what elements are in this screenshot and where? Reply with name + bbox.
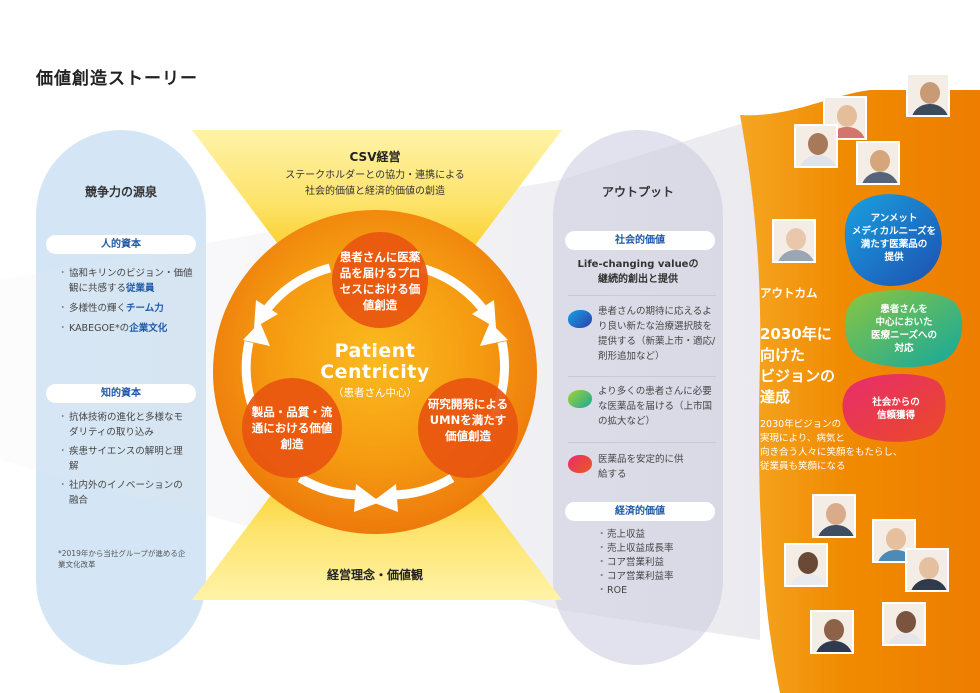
intellectual-capital-list: 抗体技術の進化と多様なモダリティの取り込み 疾患サイエンスの解明と理解 社内外の… (58, 410, 185, 508)
output-title: アウトプット (601, 185, 674, 199)
social-value-subtitle: Life-changing valueの 継続的創出と提供 (553, 257, 723, 287)
page-title: 価値創造ストーリー (36, 69, 198, 89)
intellectual-item: 疾患サイエンスの解明と理解 (58, 444, 185, 474)
intellectual-capital-header: 知的資本 (46, 384, 196, 403)
center-subtitle: （患者さん中心） (333, 387, 417, 399)
bubble-text: 患者さんを (880, 304, 928, 315)
human-capital-list: 協和キリンのビジョン・価値観に共感する従業員 多様性の輝くチーム力 KABEGO… (58, 266, 195, 336)
economic-item: コア営業利益 (597, 556, 710, 570)
person-photo (882, 602, 926, 646)
bubble-text: 対応 (894, 343, 914, 354)
person-photo (906, 73, 950, 117)
social-subtitle-line2: 継続的創出と提供 (598, 274, 678, 285)
human-item-highlight: チーム力 (126, 303, 164, 314)
cycle-right-label: 研究開発によるUMNを満たす価値創造 (427, 397, 509, 443)
csv-body-line1: ステークホルダーとの協力・連携による (285, 170, 465, 181)
bubble-patient-centered: 患者さんを 中心においた 医療ニーズへの 対応 (850, 303, 958, 363)
bubble-text: 提供 (884, 252, 904, 263)
person-photo (856, 141, 900, 185)
person-photo (905, 548, 949, 592)
vision-line2: 向けた (760, 346, 806, 364)
person-photo (872, 519, 916, 563)
person-photo (794, 124, 838, 168)
human-item-highlight: 従業員 (126, 283, 155, 294)
csv-body-line2: 社会的価値と経済的価値の創造 (305, 186, 445, 197)
bubble-text: 信頼獲得 (876, 410, 915, 421)
vision-line4: 達成 (760, 388, 791, 406)
bubble-unmet-needs: アンメット メディカルニーズを 満たす医薬品の 提供 (846, 212, 942, 272)
intellectual-item: 抗体技術の進化と多様なモダリティの取り込み (58, 410, 185, 440)
social-divider (568, 376, 716, 377)
human-capital-item: 協和キリンのビジョン・価値観に共感する従業員 (58, 266, 195, 296)
social-subtitle-line1: Life-changing valueの (577, 259, 699, 270)
human-capital-item: 多様性の輝くチーム力 (58, 301, 195, 316)
bubble-social-trust: 社会からの 信頼獲得 (846, 396, 946, 426)
vision-body: 2030年ビジョンの 実現により、病気と 向き合う人々に笑顔をもたらし、 従業員… (760, 418, 920, 474)
economic-item: 売上収益 (597, 528, 710, 542)
red-value-icon (568, 455, 592, 473)
bubble-text: 社会からの (872, 397, 920, 408)
bubble-text: 満たす医薬品の (860, 239, 928, 250)
social-item: 医薬品を安定的に供給する (598, 454, 684, 480)
center-title-line1: Patient (334, 340, 416, 362)
footnote: *2019年から当社グループが進める企業文化改革 (58, 549, 186, 569)
vision-body-line4: 従業員も笑顔になる (760, 461, 846, 472)
bubble-text: 中心においた (875, 317, 933, 328)
cycle-left-label: 製品・品質・流通における価値創造 (251, 405, 333, 451)
person-photo (784, 543, 828, 587)
vision-body-line3: 向き合う人々に笑顔をもたらし、 (760, 447, 903, 458)
social-value-header: 社会的価値 (565, 231, 715, 250)
center-title-line2: Centricity (320, 361, 430, 383)
intellectual-item: 社内外のイノベーションの融合 (58, 478, 185, 508)
philosophy-label: 経営理念・価値観 (326, 568, 423, 582)
human-item-text: 多様性の輝く (69, 303, 127, 314)
person-photo (823, 96, 867, 140)
blue-value-icon (568, 310, 592, 328)
social-divider (568, 295, 716, 296)
economic-value-header: 経済的価値 (565, 502, 715, 521)
bubble-text: アンメット (870, 213, 918, 224)
sources-title: 競争力の源泉 (84, 185, 157, 199)
vision-body-line2: 実現により、病気と (760, 433, 845, 444)
vision-line1: 2030年に (760, 325, 832, 343)
economic-item: 売上収益成長率 (597, 542, 710, 556)
social-item: より多くの患者さんに必要な医薬品を届ける（上市国の拡大など） (598, 386, 713, 427)
economic-item: コア営業利益率 (597, 570, 710, 584)
csv-title: CSV経営 (349, 150, 401, 164)
person-photo (810, 610, 854, 654)
vision-body-line1: 2030年ビジョンの (760, 419, 842, 430)
person-photo (812, 494, 856, 538)
bubble-text: メディカルニーズを (851, 226, 937, 237)
social-divider (568, 442, 716, 443)
human-item-text: 協和キリンのビジョン・価値観に共感する (69, 268, 193, 294)
human-item-text: KABEGOE*の (69, 323, 130, 334)
cycle-top-label: 患者さんに医薬品を届けるプロセスにおける価値創造 (339, 250, 421, 312)
social-item: 患者さんの期待に応えるより良い新たな治療選択肢を提供する（新薬上市・適応/剤形追… (598, 306, 716, 362)
human-capital-header: 人的資本 (46, 235, 196, 254)
human-item-highlight: 企業文化 (129, 323, 168, 334)
green-value-icon (568, 390, 592, 408)
economic-item: ROE (597, 584, 710, 598)
bubble-text: 医療ニーズへの (870, 330, 938, 341)
person-photo (772, 219, 816, 263)
vision-line3: ビジョンの (760, 367, 836, 385)
human-capital-item: KABEGOE*の企業文化 (58, 321, 195, 336)
outcome-title: アウトカム (760, 286, 818, 300)
vision-heading: 2030年に 向けた ビジョンの 達成 (760, 324, 840, 408)
economic-value-list: 売上収益 売上収益成長率 コア営業利益 コア営業利益率 ROE (597, 528, 710, 598)
